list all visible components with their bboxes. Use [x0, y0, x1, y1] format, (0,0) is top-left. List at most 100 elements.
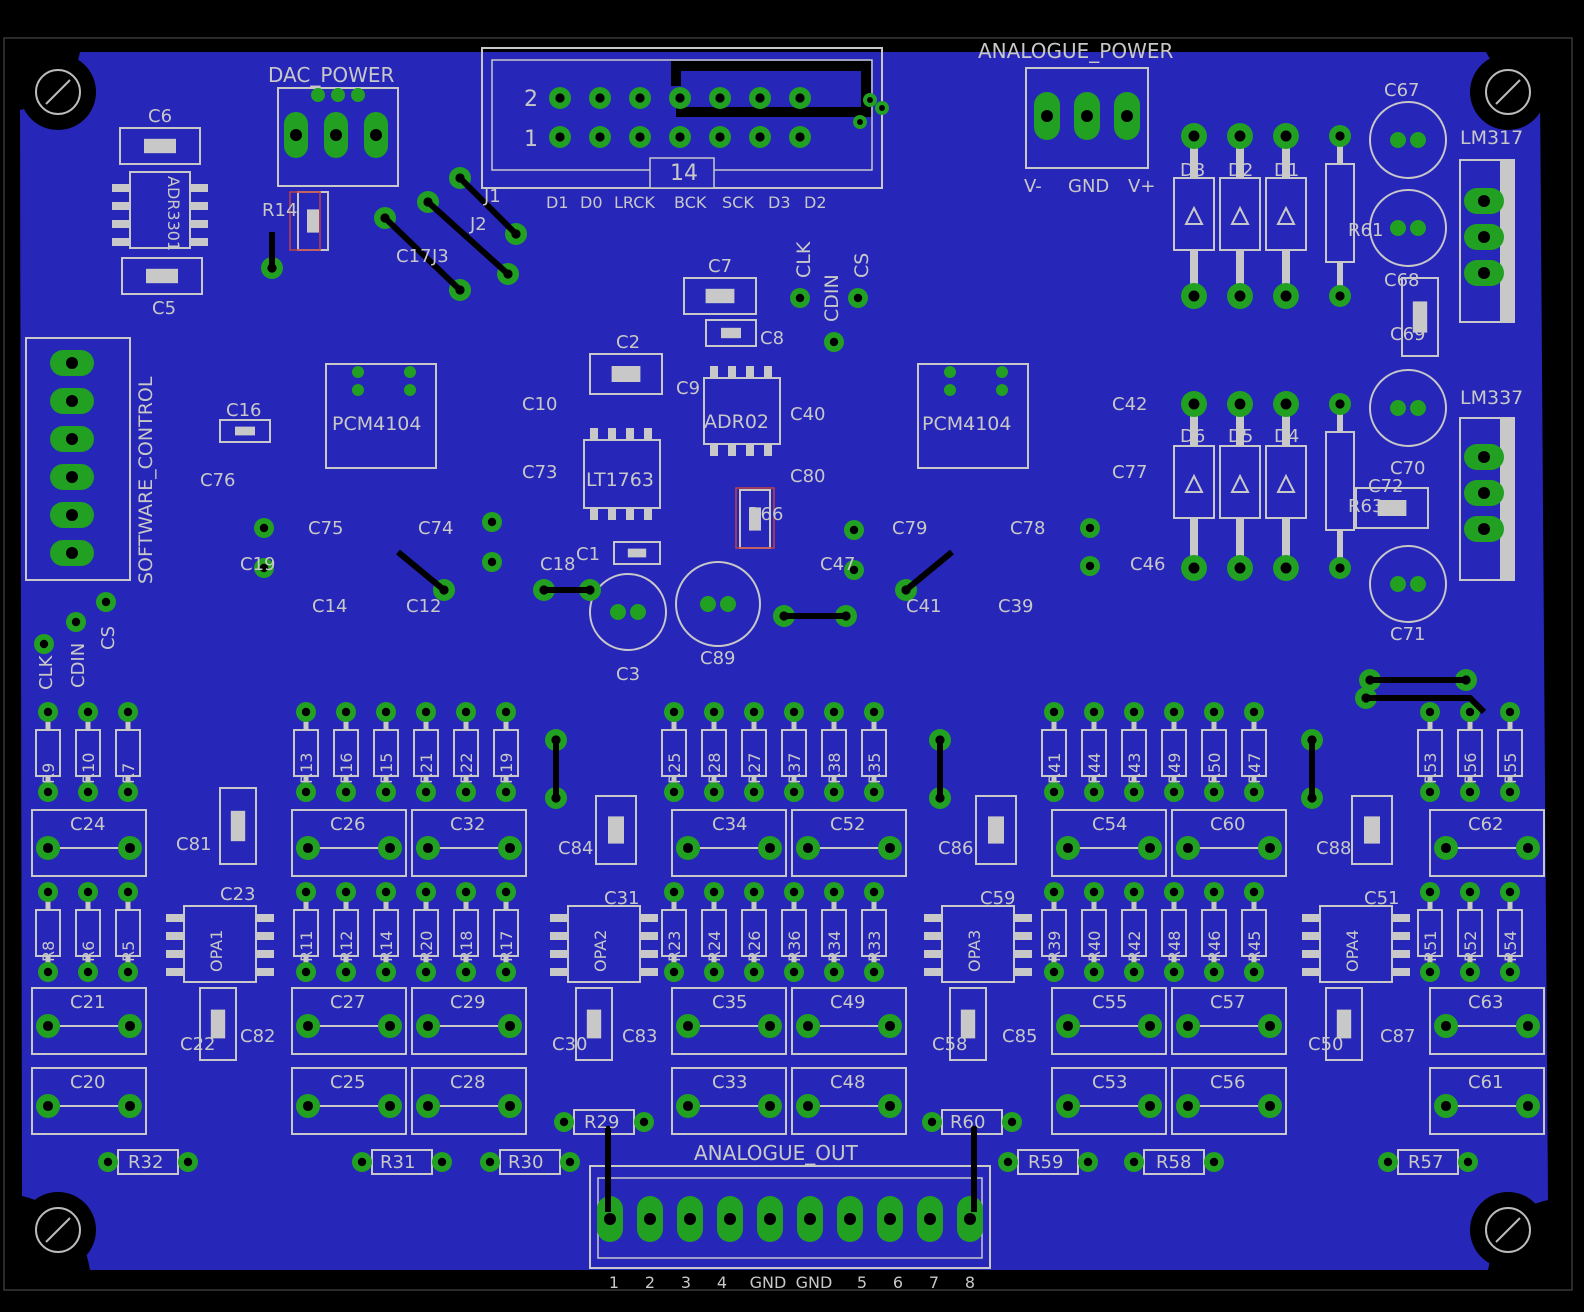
electrolytic-capacitor	[1369, 189, 1447, 267]
label-analogue_out: ANALOGUE_OUT	[694, 1141, 859, 1165]
component-label-c55: C55	[1092, 992, 1127, 1013]
component-label-d1: D1	[1274, 160, 1299, 181]
smd-capacitor	[705, 319, 757, 347]
component-label-c40: C40	[790, 404, 825, 425]
resistor-label-r27: R27	[745, 753, 764, 784]
component-label-c70: C70	[1390, 458, 1425, 479]
resistor	[1241, 729, 1267, 777]
lt1763-ic	[583, 428, 661, 520]
film-capacitor	[31, 809, 147, 877]
component-label-r60: R60	[950, 1112, 985, 1133]
resistor	[701, 729, 727, 777]
resistor	[1417, 909, 1443, 957]
resistor	[75, 909, 101, 957]
component-label-c27: C27	[330, 992, 365, 1013]
component-label-c89: C89	[700, 648, 735, 669]
component-label-r63: R63	[1348, 496, 1383, 517]
resistor	[701, 909, 727, 957]
resistor-label-r42: R42	[1125, 931, 1144, 962]
component-label-c52: C52	[830, 814, 865, 835]
smd-capacitor	[199, 987, 237, 1061]
component-label-c5: C5	[152, 298, 176, 319]
resistor	[293, 909, 319, 957]
resistor	[1417, 729, 1443, 777]
film-capacitor	[1429, 809, 1545, 877]
film-capacitor	[1171, 809, 1287, 877]
component-label-c78: C78	[1010, 518, 1045, 539]
resistor	[741, 909, 767, 957]
component-label-c86: C86	[938, 838, 973, 859]
film-capacitor	[1429, 987, 1545, 1055]
ground-pour	[20, 52, 1548, 1270]
resistor	[333, 909, 359, 957]
resistor	[1121, 909, 1147, 957]
resistor-label-r24: R24	[705, 931, 724, 962]
resistor-label-r44: R44	[1085, 753, 1104, 784]
electrolytic-capacitor	[1369, 545, 1447, 623]
component-label-c14: C14	[312, 596, 347, 617]
smd-capacitor	[975, 795, 1017, 865]
label-adr02: ADR02	[704, 411, 769, 433]
component-label-c61: C61	[1468, 1072, 1503, 1093]
board-outline	[3, 37, 1573, 1291]
resistor-label-r33: R33	[865, 931, 884, 962]
component-label-c41: C41	[906, 596, 941, 617]
resistor-label-r46: R46	[1205, 931, 1224, 962]
resistor-label-r40: R40	[1085, 931, 1104, 962]
resistor-label-r34: R34	[825, 931, 844, 962]
component-label-r59: R59	[1028, 1152, 1063, 1173]
resistor-label-r28: R28	[705, 753, 724, 784]
component-label-j1: J1	[483, 186, 501, 207]
resistor-label-r39: R39	[1045, 931, 1064, 962]
pcm4104-left-ic	[325, 363, 437, 469]
label-pcm_left: PCM4104	[332, 413, 421, 435]
component-label-c50: C50	[1308, 1034, 1343, 1055]
label-hdr_d3: D3	[768, 193, 791, 212]
data-header-connector	[481, 47, 889, 189]
component-label-r14: R14	[262, 200, 297, 221]
pcm4104-right-ic	[917, 363, 1029, 469]
component-label-c63: C63	[1468, 992, 1503, 1013]
resistor-label-r53: R53	[1421, 753, 1440, 784]
label-opa3: OPA3	[965, 930, 984, 972]
component-label-j3: J3	[431, 246, 449, 267]
label-pcm_right: PCM4104	[922, 413, 1011, 435]
label-out_3: 3	[681, 1273, 691, 1292]
smd-capacitor	[1351, 795, 1393, 865]
smd-capacitor	[949, 987, 987, 1061]
resistor	[821, 729, 847, 777]
film-capacitor	[411, 1067, 527, 1135]
resistor-label-r17: R17	[497, 931, 516, 962]
component-label-c33: C33	[712, 1072, 747, 1093]
component-label-c21: C21	[70, 992, 105, 1013]
component-label-c49: C49	[830, 992, 865, 1013]
component-label-c32: C32	[450, 814, 485, 835]
mounting-hole-bottom-right	[1470, 1192, 1546, 1268]
component-label-c54: C54	[1092, 814, 1127, 835]
resistor-label-r10: R10	[79, 753, 98, 784]
component-label-c73: C73	[522, 462, 557, 483]
diode	[1265, 177, 1307, 251]
resistor	[1241, 909, 1267, 957]
component-label-c17: C17	[396, 246, 431, 267]
component-label-c6: C6	[148, 106, 172, 127]
smd-capacitor	[575, 987, 613, 1061]
resistor-label-r25: R25	[665, 753, 684, 784]
label-header_row1: 1	[524, 127, 538, 152]
component-label-c12: C12	[406, 596, 441, 617]
label-vplus: V+	[1128, 176, 1155, 197]
component-label-j2: J2	[469, 214, 487, 235]
film-capacitor	[671, 809, 787, 877]
component-label-c20: C20	[70, 1072, 105, 1093]
resistor	[1201, 909, 1227, 957]
diode	[1219, 445, 1261, 519]
resistor	[373, 729, 399, 777]
resistor	[1121, 729, 1147, 777]
component-label-c16: C16	[226, 400, 261, 421]
label-adr3301: ADR3301	[164, 176, 183, 251]
smd-capacitor	[589, 353, 663, 395]
label-lm317: LM317	[1460, 127, 1523, 149]
resistor-label-r23: R23	[665, 931, 684, 962]
resistor	[35, 729, 61, 777]
component-label-c35: C35	[712, 992, 747, 1013]
